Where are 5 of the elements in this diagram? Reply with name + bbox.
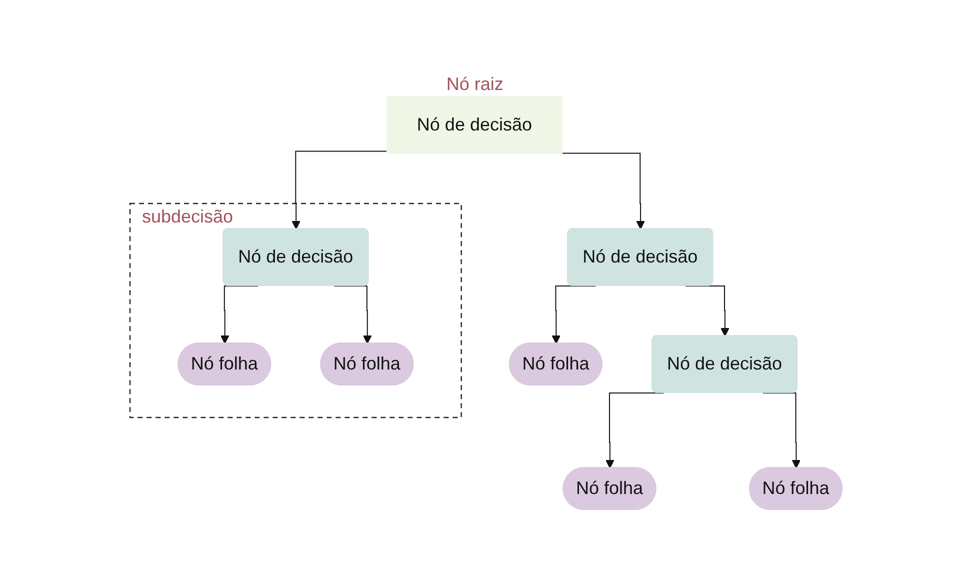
arrow xyxy=(292,150,388,230)
node-box xyxy=(386,96,563,154)
arrow xyxy=(562,152,646,230)
cluster xyxy=(130,202,462,418)
node-caption: Nó raiz xyxy=(446,74,504,94)
